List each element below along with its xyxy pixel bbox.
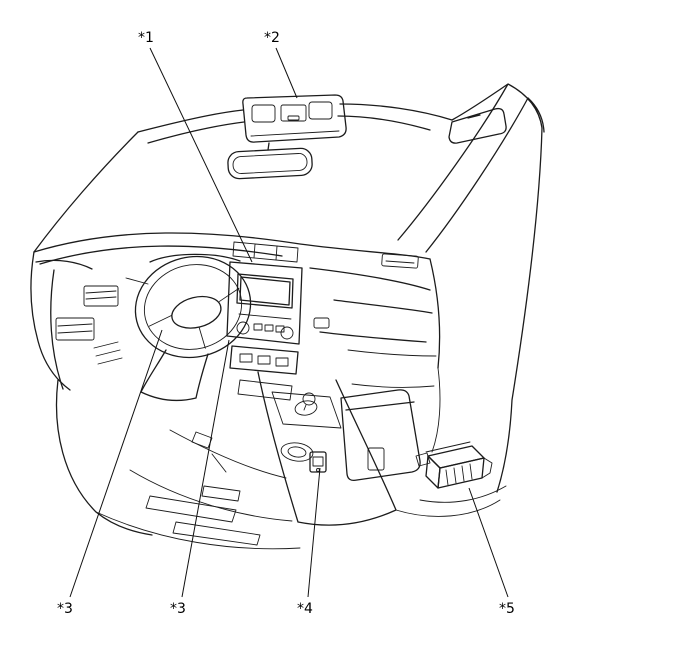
console-edges <box>257 371 397 526</box>
hazard-switch <box>313 317 330 329</box>
hvac-control-3 <box>275 357 289 367</box>
passenger-vent-slat <box>385 260 415 264</box>
floor-unit <box>415 441 493 489</box>
left-pillar-line <box>33 131 139 253</box>
unit-front-face <box>437 457 485 489</box>
floor-right-lines <box>395 485 507 517</box>
callout-label-4: *4 <box>297 601 313 617</box>
door-vent-lower-slats <box>57 323 93 334</box>
audio-button-1 <box>253 323 263 331</box>
leader-line-1 <box>149 47 253 263</box>
floor-and-seat <box>55 379 507 550</box>
callout-label-3b: *3 <box>170 601 186 617</box>
center-vents <box>232 241 299 263</box>
navigation-display <box>236 273 294 309</box>
callout-labels: *1 *2 *3 *3 *4 *5 <box>57 30 515 617</box>
interior-drawing <box>30 83 545 550</box>
audio-button-3 <box>275 325 285 333</box>
steering-wheel <box>134 255 252 359</box>
cd-slot <box>238 313 292 320</box>
leader-line-3a <box>69 329 163 598</box>
right-door-edge <box>496 127 543 493</box>
console-switch-dot <box>316 468 320 472</box>
rear-view-mirror <box>227 142 313 180</box>
head-unit-bezel <box>226 261 303 345</box>
steering-rim-outer <box>134 255 252 359</box>
audio-button-2 <box>264 324 274 332</box>
steering-column <box>140 349 209 402</box>
lower-tray <box>237 379 293 401</box>
left-door-panel <box>35 259 123 390</box>
audio-knob-right <box>280 326 294 340</box>
dash-right-lines <box>309 258 441 369</box>
hvac-control-1 <box>239 353 253 363</box>
audio-knob-left <box>236 321 250 335</box>
callout-label-5: *5 <box>499 601 515 617</box>
console-tray <box>280 442 314 462</box>
center-stack <box>226 241 303 401</box>
console-switch-face <box>312 456 324 467</box>
seat-rails <box>145 485 261 546</box>
leader-line-3b <box>181 339 230 598</box>
roof-line <box>137 103 453 144</box>
map-lamp-left <box>251 104 276 123</box>
door-grille-hatch <box>93 341 123 365</box>
map-lamp-right <box>308 101 333 120</box>
callout-label-1: *1 <box>138 30 154 46</box>
dash-top-edge <box>33 232 431 265</box>
turn-signal-stalk <box>125 277 149 285</box>
hvac-panel <box>229 345 299 375</box>
armrest-box <box>340 389 421 482</box>
console-switch <box>309 451 327 473</box>
overhead-console <box>242 94 347 143</box>
callout-label-3a: *3 <box>57 601 73 617</box>
hvac-control-2 <box>257 355 271 365</box>
sunglass-holder-notch <box>287 115 300 121</box>
steering-rim-inner <box>143 264 243 350</box>
sun-visor <box>448 107 507 144</box>
armrest-front-pocket <box>367 447 385 471</box>
dash-left-edge <box>30 251 71 391</box>
leader-line-4 <box>307 467 321 598</box>
door-vent-lower <box>55 317 95 341</box>
console-tray-inner <box>287 446 307 458</box>
unit-connector <box>415 452 431 467</box>
seat-cushion <box>55 379 153 536</box>
passenger-dash <box>309 253 441 453</box>
shift-boot <box>294 400 318 416</box>
steering-hub <box>171 295 222 329</box>
leader-line-5 <box>468 487 509 598</box>
passenger-vent <box>381 253 419 269</box>
mirror-body <box>227 147 313 180</box>
door-vent-upper <box>83 285 119 307</box>
unit-left-face <box>425 455 441 489</box>
glove-box-lines <box>347 349 441 453</box>
overhead-console-outline <box>242 94 347 143</box>
leader-lines <box>69 47 509 598</box>
sunglass-holder <box>280 104 307 122</box>
door-edge <box>35 259 93 390</box>
cluster-hood <box>149 253 241 263</box>
door-vent-upper-slats <box>85 290 117 300</box>
mirror-stem <box>267 142 270 151</box>
floor-carpet-lines <box>95 429 301 550</box>
callout-label-2: *2 <box>264 30 280 46</box>
unit-bracket <box>425 441 493 479</box>
steering-spokes <box>148 287 240 349</box>
unit-ribs <box>445 463 473 486</box>
center-console <box>257 371 421 526</box>
right-pillar <box>397 83 545 253</box>
pedal-shapes <box>191 431 227 473</box>
overhead-console-edge <box>250 130 340 137</box>
shift-knob <box>302 392 316 406</box>
shift-stem <box>303 404 307 411</box>
mirror-glass <box>232 153 308 174</box>
shifter-plate <box>271 391 342 429</box>
leader-line-2 <box>275 47 298 99</box>
